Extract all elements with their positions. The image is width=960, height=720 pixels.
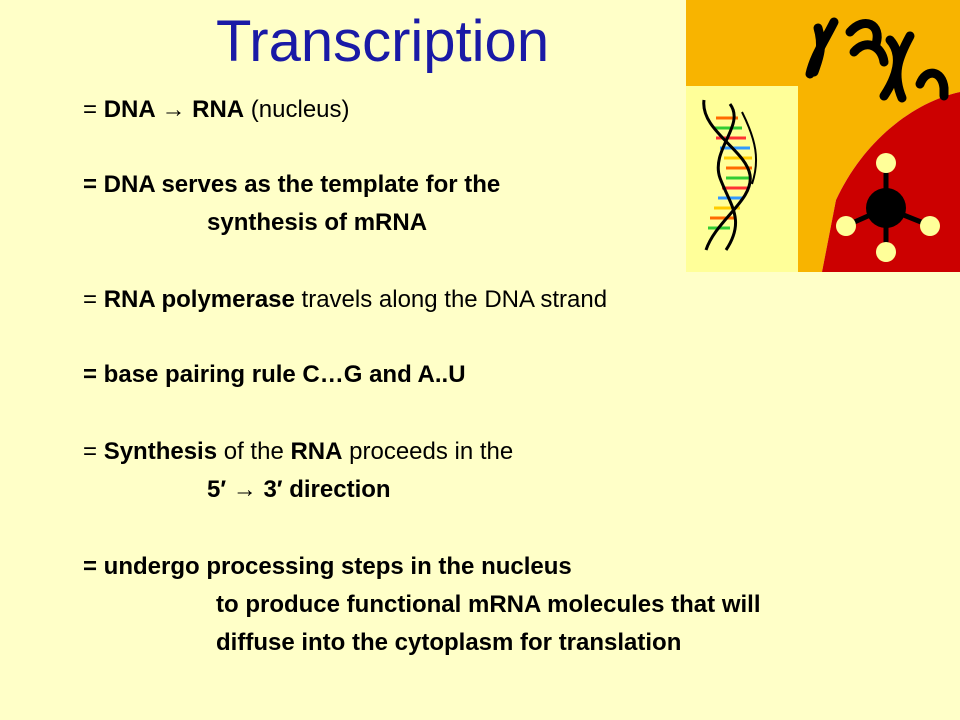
bullet-prefix: = [83, 438, 104, 465]
bullet-processing-line-2: to produce functional mRNA molecules tha… [216, 591, 761, 618]
synthesis-term: Synthesis [103, 438, 218, 465]
of-the-text: of the [217, 438, 291, 465]
bullet-synthesis-line-1: = Synthesis of the RNA proceeds in the [83, 437, 513, 467]
bullet-prefix: = [83, 96, 104, 123]
molecule-icon [836, 153, 940, 262]
rna-term: RNA [290, 438, 343, 465]
biology-artwork [686, 0, 960, 272]
bullet-polymerase: = RNA polymerase travels along the DNA s… [83, 285, 607, 315]
polymerase-text: travels along the DNA strand [294, 286, 608, 313]
nucleus-text: (nucleus) [244, 96, 350, 123]
polymerase-term: RNA polymerase [103, 286, 295, 313]
bullet-template-line-1: = DNA serves as the template for the [83, 171, 501, 198]
dna-helix-icon [702, 99, 758, 251]
bullet-processing-line-3: diffuse into the cytoplasm for translati… [216, 629, 682, 656]
proceeds-text: proceeds in the [342, 438, 514, 465]
dna-rna-term: DNA → RNA [103, 96, 245, 123]
slide-title: Transcription [216, 9, 550, 74]
bullet-prefix: = [83, 286, 104, 313]
bullet-template-line-2: synthesis of mRNA [207, 209, 428, 236]
chromosomes-icon [805, 17, 949, 103]
bullet-processing-line-1: = undergo processing steps in the nucleu… [83, 553, 572, 580]
bullet-base-pairing: = base pairing rule C…G and A..U [83, 361, 466, 388]
bullet-synthesis-line-2: 5′ → 3′ direction [207, 476, 391, 503]
bullet-dna-to-rna: = DNA → RNA (nucleus) [83, 95, 350, 125]
